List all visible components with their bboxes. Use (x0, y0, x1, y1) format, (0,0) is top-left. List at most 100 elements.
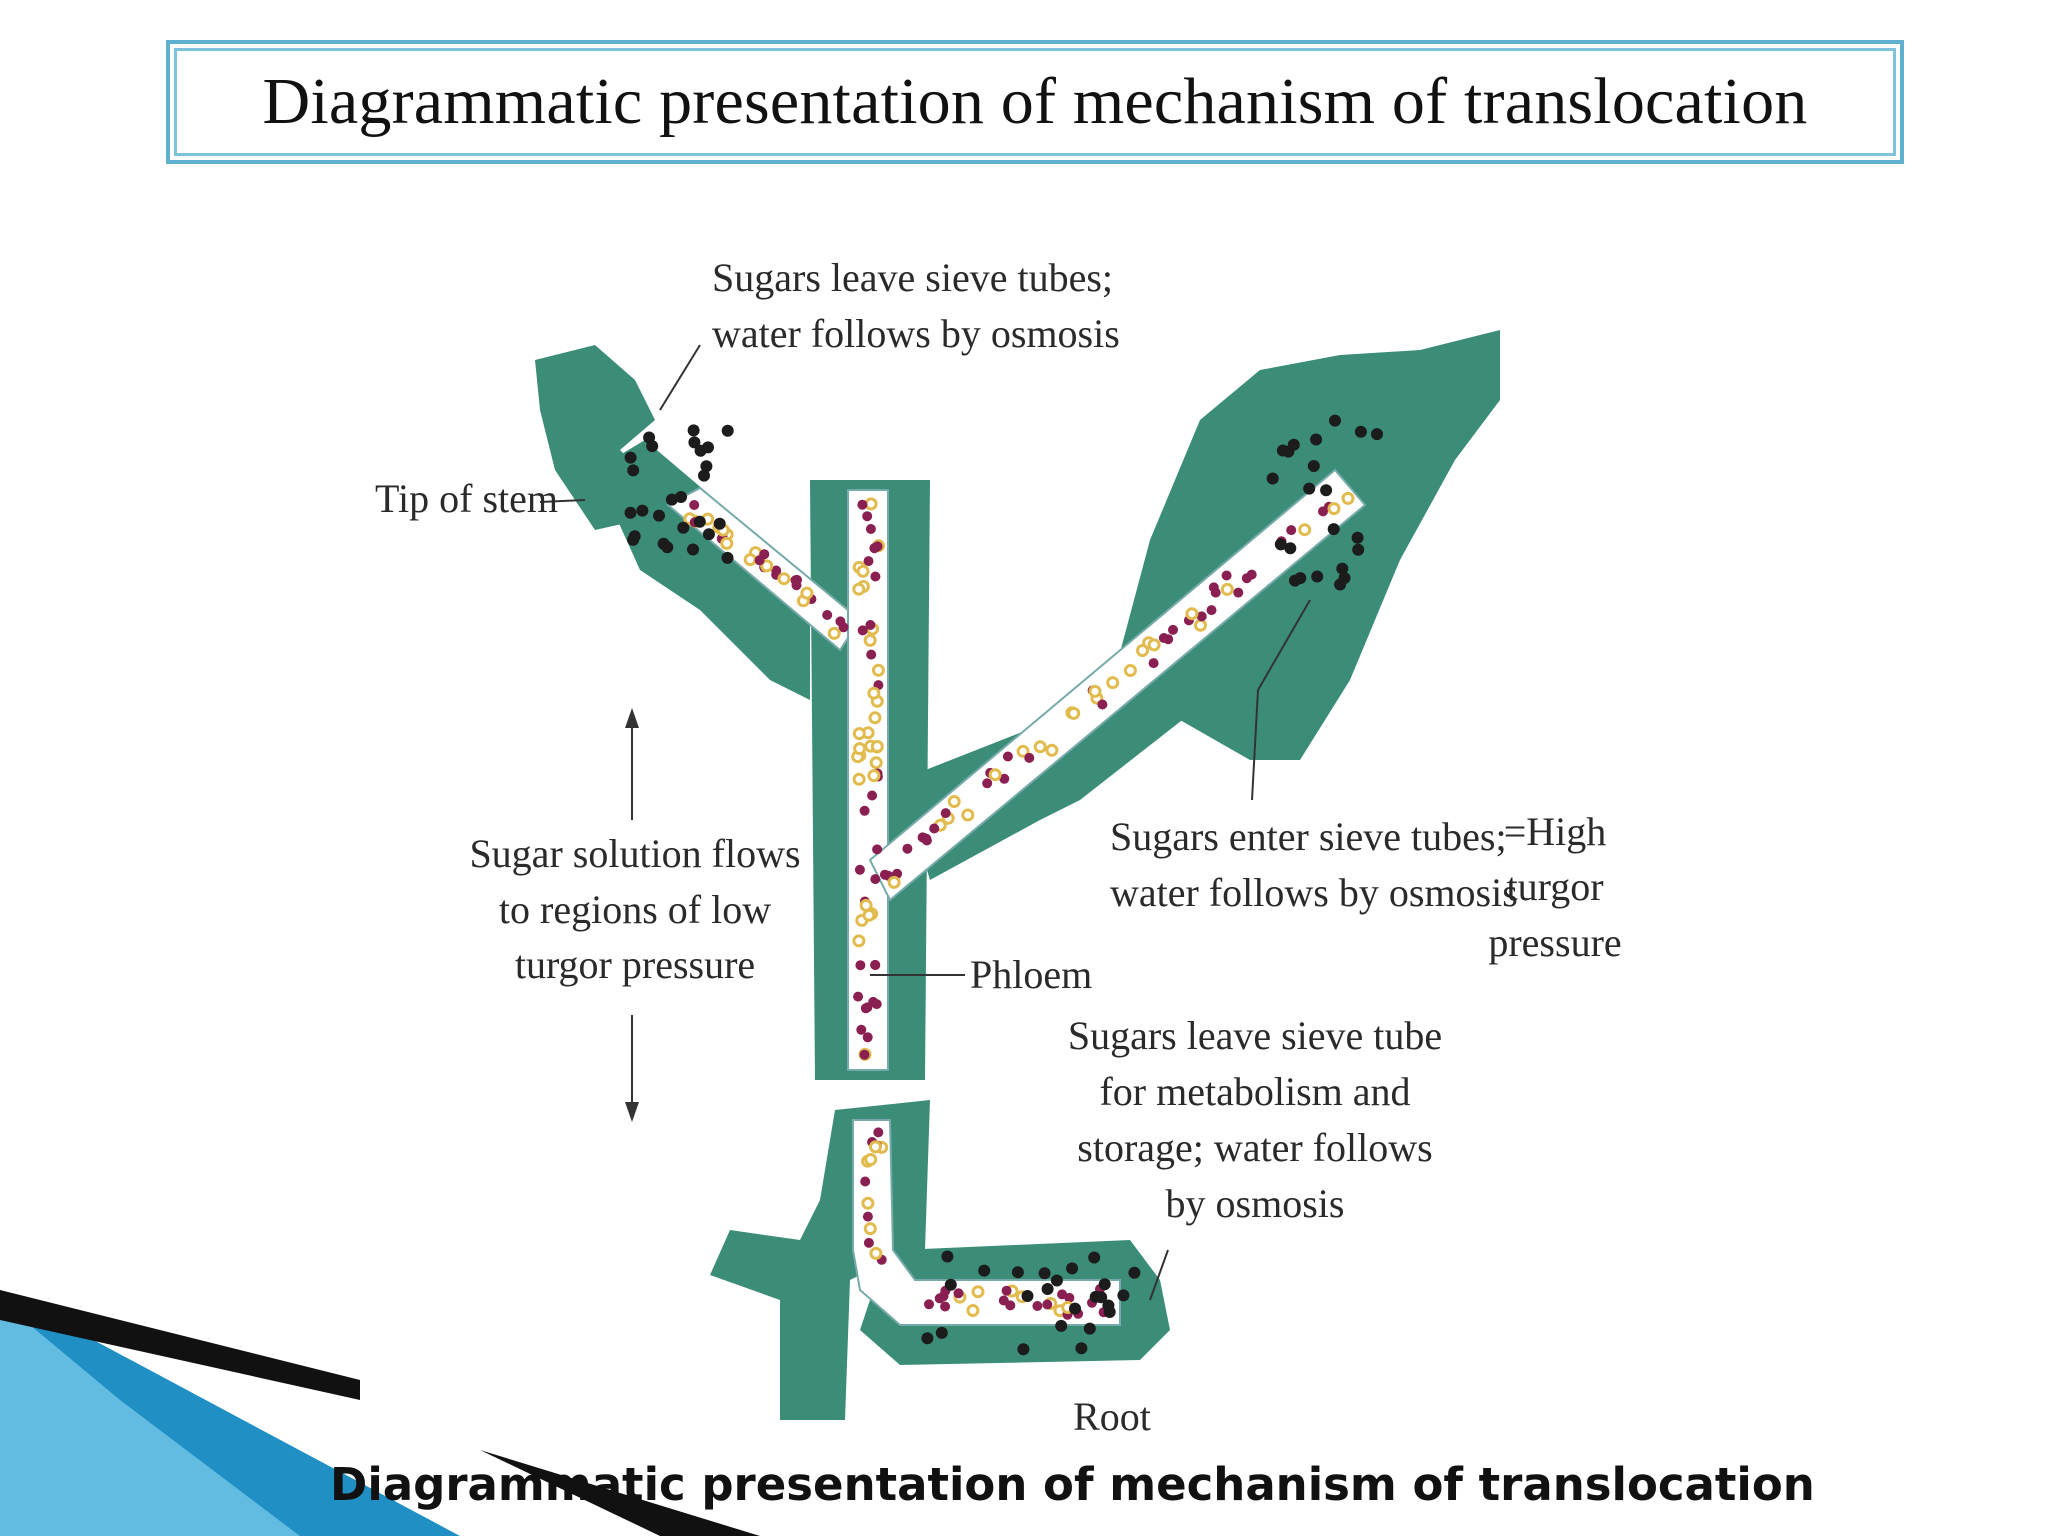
sugar-dot (863, 1222, 877, 1236)
sugar-dot (1057, 1289, 1068, 1300)
sugar-dot-outside (675, 491, 687, 503)
sugar-dot-outside (1294, 572, 1307, 585)
sugar-dot-outside (1088, 1251, 1101, 1264)
sugar-dot (929, 823, 940, 834)
sugar-dot-outside (628, 530, 641, 543)
sugar-dot-outside (1083, 1322, 1096, 1335)
sugar-dot (1002, 751, 1013, 762)
sugar-dot-outside (1041, 1283, 1054, 1295)
sugar-dot (940, 808, 951, 819)
sugar-dot (856, 1024, 867, 1035)
sugar-dot-outside (636, 504, 649, 517)
sugar-dot (1286, 525, 1297, 536)
sugar-dot (1221, 570, 1232, 581)
sugar-dot-outside (627, 464, 640, 477)
sugars-enter-line (1251, 599, 1311, 801)
sugar-dot (1318, 506, 1328, 517)
sugar-dot-outside (941, 1250, 954, 1263)
sugar-dot (1045, 743, 1059, 757)
sugar-dot (865, 524, 876, 534)
sugar-dot (1097, 699, 1108, 710)
sugar-dot (1298, 523, 1312, 537)
sugar-dot-outside (1066, 1262, 1079, 1275)
sugar-dot-outside (721, 551, 734, 564)
sugar-dot (689, 500, 700, 510)
sugars-leave-root-line (1149, 1249, 1169, 1301)
sugar-dot-outside (1038, 1267, 1051, 1280)
sugar-dot-outside (935, 1326, 948, 1339)
sugar-dot (856, 564, 870, 578)
slide-decoration (0, 1290, 760, 1536)
label-sugars-leave-root-3: storage; water follows (1077, 1125, 1432, 1170)
sugar-dot (868, 711, 882, 725)
sugar-dot (1032, 1301, 1043, 1311)
sugar-dot (760, 559, 774, 573)
sugar-dot (855, 960, 866, 971)
sugar-dot (940, 1301, 951, 1312)
sugar-dot (869, 756, 883, 770)
sugar-dot (1123, 664, 1137, 677)
label-sugars-leave-root-4: by osmosis (1166, 1181, 1345, 1226)
label-sugars-leave-root-2: for metabolism and (1099, 1069, 1410, 1114)
label-root: Root (1073, 1394, 1151, 1439)
sugar-dot-outside (661, 541, 674, 554)
sugar-dot (1341, 491, 1355, 505)
sugar-dot (743, 553, 757, 567)
sugar-dot (853, 742, 867, 756)
sugar-dot (860, 1176, 871, 1187)
sugar-dot-outside (1338, 572, 1351, 584)
label-sugars-enter-2: water follows by osmosis (1110, 870, 1518, 915)
sugar-dot-outside (944, 1278, 957, 1291)
sugar-dot (1088, 684, 1102, 698)
sugar-dot (867, 769, 881, 783)
sugar-dot-outside (624, 506, 637, 519)
sugar-dot-outside (1098, 1278, 1111, 1291)
sugar-dot (1148, 658, 1159, 669)
sugar-dot (866, 649, 877, 660)
title-box: Diagrammatic presentation of mechanism o… (166, 40, 1904, 164)
sugar-dot-outside (1351, 531, 1364, 544)
sugar-dot (953, 1288, 964, 1299)
label-sugars-leave-root-1: Sugars leave sieve tube (1068, 1013, 1442, 1058)
sugar-dot-outside (702, 528, 715, 541)
sugar-dot-outside (687, 424, 700, 437)
sugar-dot (857, 625, 868, 636)
sugar-dot (887, 875, 901, 889)
sugar-dot (1233, 587, 1244, 598)
sugar-dot-outside (978, 1264, 991, 1277)
sugar-dot-outside (1329, 414, 1341, 427)
label-sugars-leave-top-2: water follows by osmosis (712, 311, 1120, 356)
sugar-dot-outside (1021, 1290, 1034, 1302)
sugar-dot (870, 740, 884, 753)
sugar-dot-outside (1128, 1266, 1141, 1279)
sugar-dot (1327, 502, 1341, 516)
label-high-turgor-3: pressure (1488, 920, 1621, 965)
sugar-dot (1196, 611, 1207, 622)
sugar-dot (1016, 744, 1030, 758)
sugar-dot (921, 835, 932, 846)
sugar-dot (1005, 1300, 1016, 1311)
sugar-dot (864, 1153, 878, 1166)
sugar-dot-outside (1117, 1289, 1130, 1302)
sugar-dot (870, 571, 881, 582)
sugar-dot-outside (694, 444, 707, 457)
left-branch (595, 440, 810, 700)
sugar-dot-outside (1274, 538, 1287, 551)
sugar-dot (1042, 1299, 1053, 1310)
flow-arrow-up-icon (625, 708, 639, 728)
sugar-dot-outside (1320, 484, 1333, 497)
sugar-dot (852, 727, 866, 741)
sugar-dot-outside (1095, 1291, 1108, 1304)
sugar-dot (947, 795, 961, 808)
sugar-dot (1194, 618, 1207, 632)
sugar-dot (1210, 587, 1221, 598)
sugar-dot (982, 778, 993, 789)
sugar-dot (870, 959, 881, 970)
label-high-turgor-2: turgor (1506, 864, 1603, 909)
sugar-dot (1136, 644, 1149, 657)
sugar-dot-outside (1311, 570, 1324, 583)
sugar-dot (1163, 634, 1174, 645)
sugar-dot-outside (1327, 523, 1340, 536)
sugar-dot (1106, 676, 1120, 690)
